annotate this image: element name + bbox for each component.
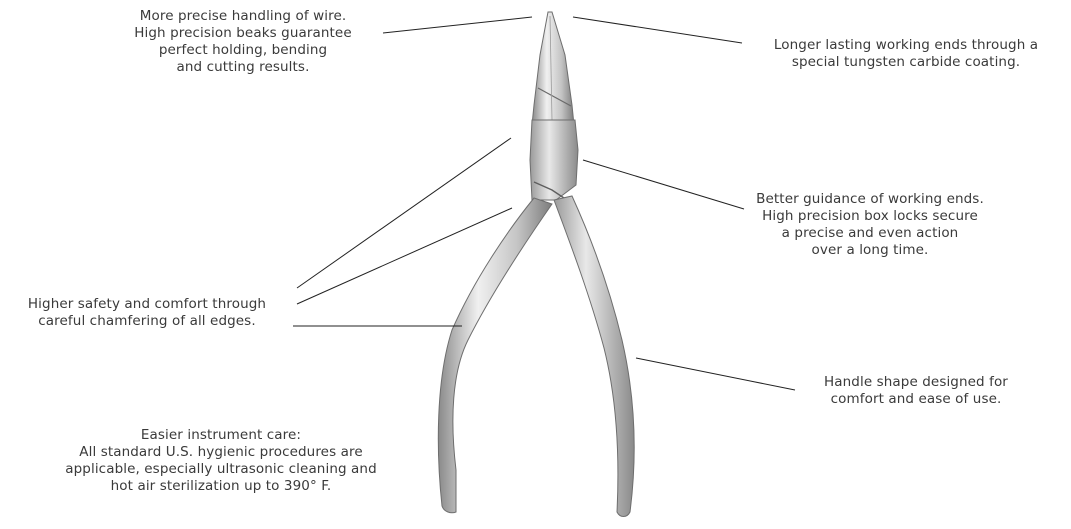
- pliers-beak: [532, 12, 574, 125]
- callout-line: High precision box locks secure: [730, 208, 1010, 225]
- callout-line: All standard U.S. hygienic procedures ar…: [56, 444, 386, 461]
- leader-safety-1: [297, 138, 511, 288]
- leader-working-ends: [573, 17, 742, 43]
- callout-line: hot air sterilization up to 390° F.: [56, 478, 386, 495]
- callout-line: and cutting results.: [98, 59, 388, 76]
- callout-guidance: Better guidance of working ends. High pr…: [730, 191, 1010, 259]
- callout-line: High precision beaks guarantee: [98, 25, 388, 42]
- callout-line: a precise and even action: [730, 225, 1010, 242]
- callout-line: Higher safety and comfort through: [2, 296, 292, 313]
- callout-care: Easier instrument care: All standard U.S…: [56, 427, 386, 495]
- callout-line: over a long time.: [730, 242, 1010, 259]
- leader-guidance: [583, 160, 744, 209]
- callout-line: Longer lasting working ends through a: [746, 37, 1066, 54]
- callout-line: comfort and ease of use.: [796, 391, 1036, 408]
- callout-line: perfect holding, bending: [98, 42, 388, 59]
- callout-working-ends: Longer lasting working ends through a sp…: [746, 37, 1066, 71]
- callout-handle: Handle shape designed for comfort and ea…: [796, 374, 1036, 408]
- leader-handle: [636, 358, 795, 390]
- callout-line: special tungsten carbide coating.: [746, 54, 1066, 71]
- callout-line: Better guidance of working ends.: [730, 191, 1010, 208]
- callout-line: applicable, especially ultrasonic cleani…: [56, 461, 386, 478]
- leader-wire-handling: [383, 17, 532, 33]
- callout-line: Easier instrument care:: [56, 427, 386, 444]
- callout-line: careful chamfering of all edges.: [2, 313, 292, 330]
- left-handle: [438, 198, 552, 513]
- right-handle: [554, 196, 634, 517]
- callout-wire-handling: More precise handling of wire. High prec…: [98, 8, 388, 76]
- callout-line: Handle shape designed for: [796, 374, 1036, 391]
- callout-safety: Higher safety and comfort through carefu…: [2, 296, 292, 330]
- callout-line: More precise handling of wire.: [98, 8, 388, 25]
- box-joint: [530, 120, 578, 200]
